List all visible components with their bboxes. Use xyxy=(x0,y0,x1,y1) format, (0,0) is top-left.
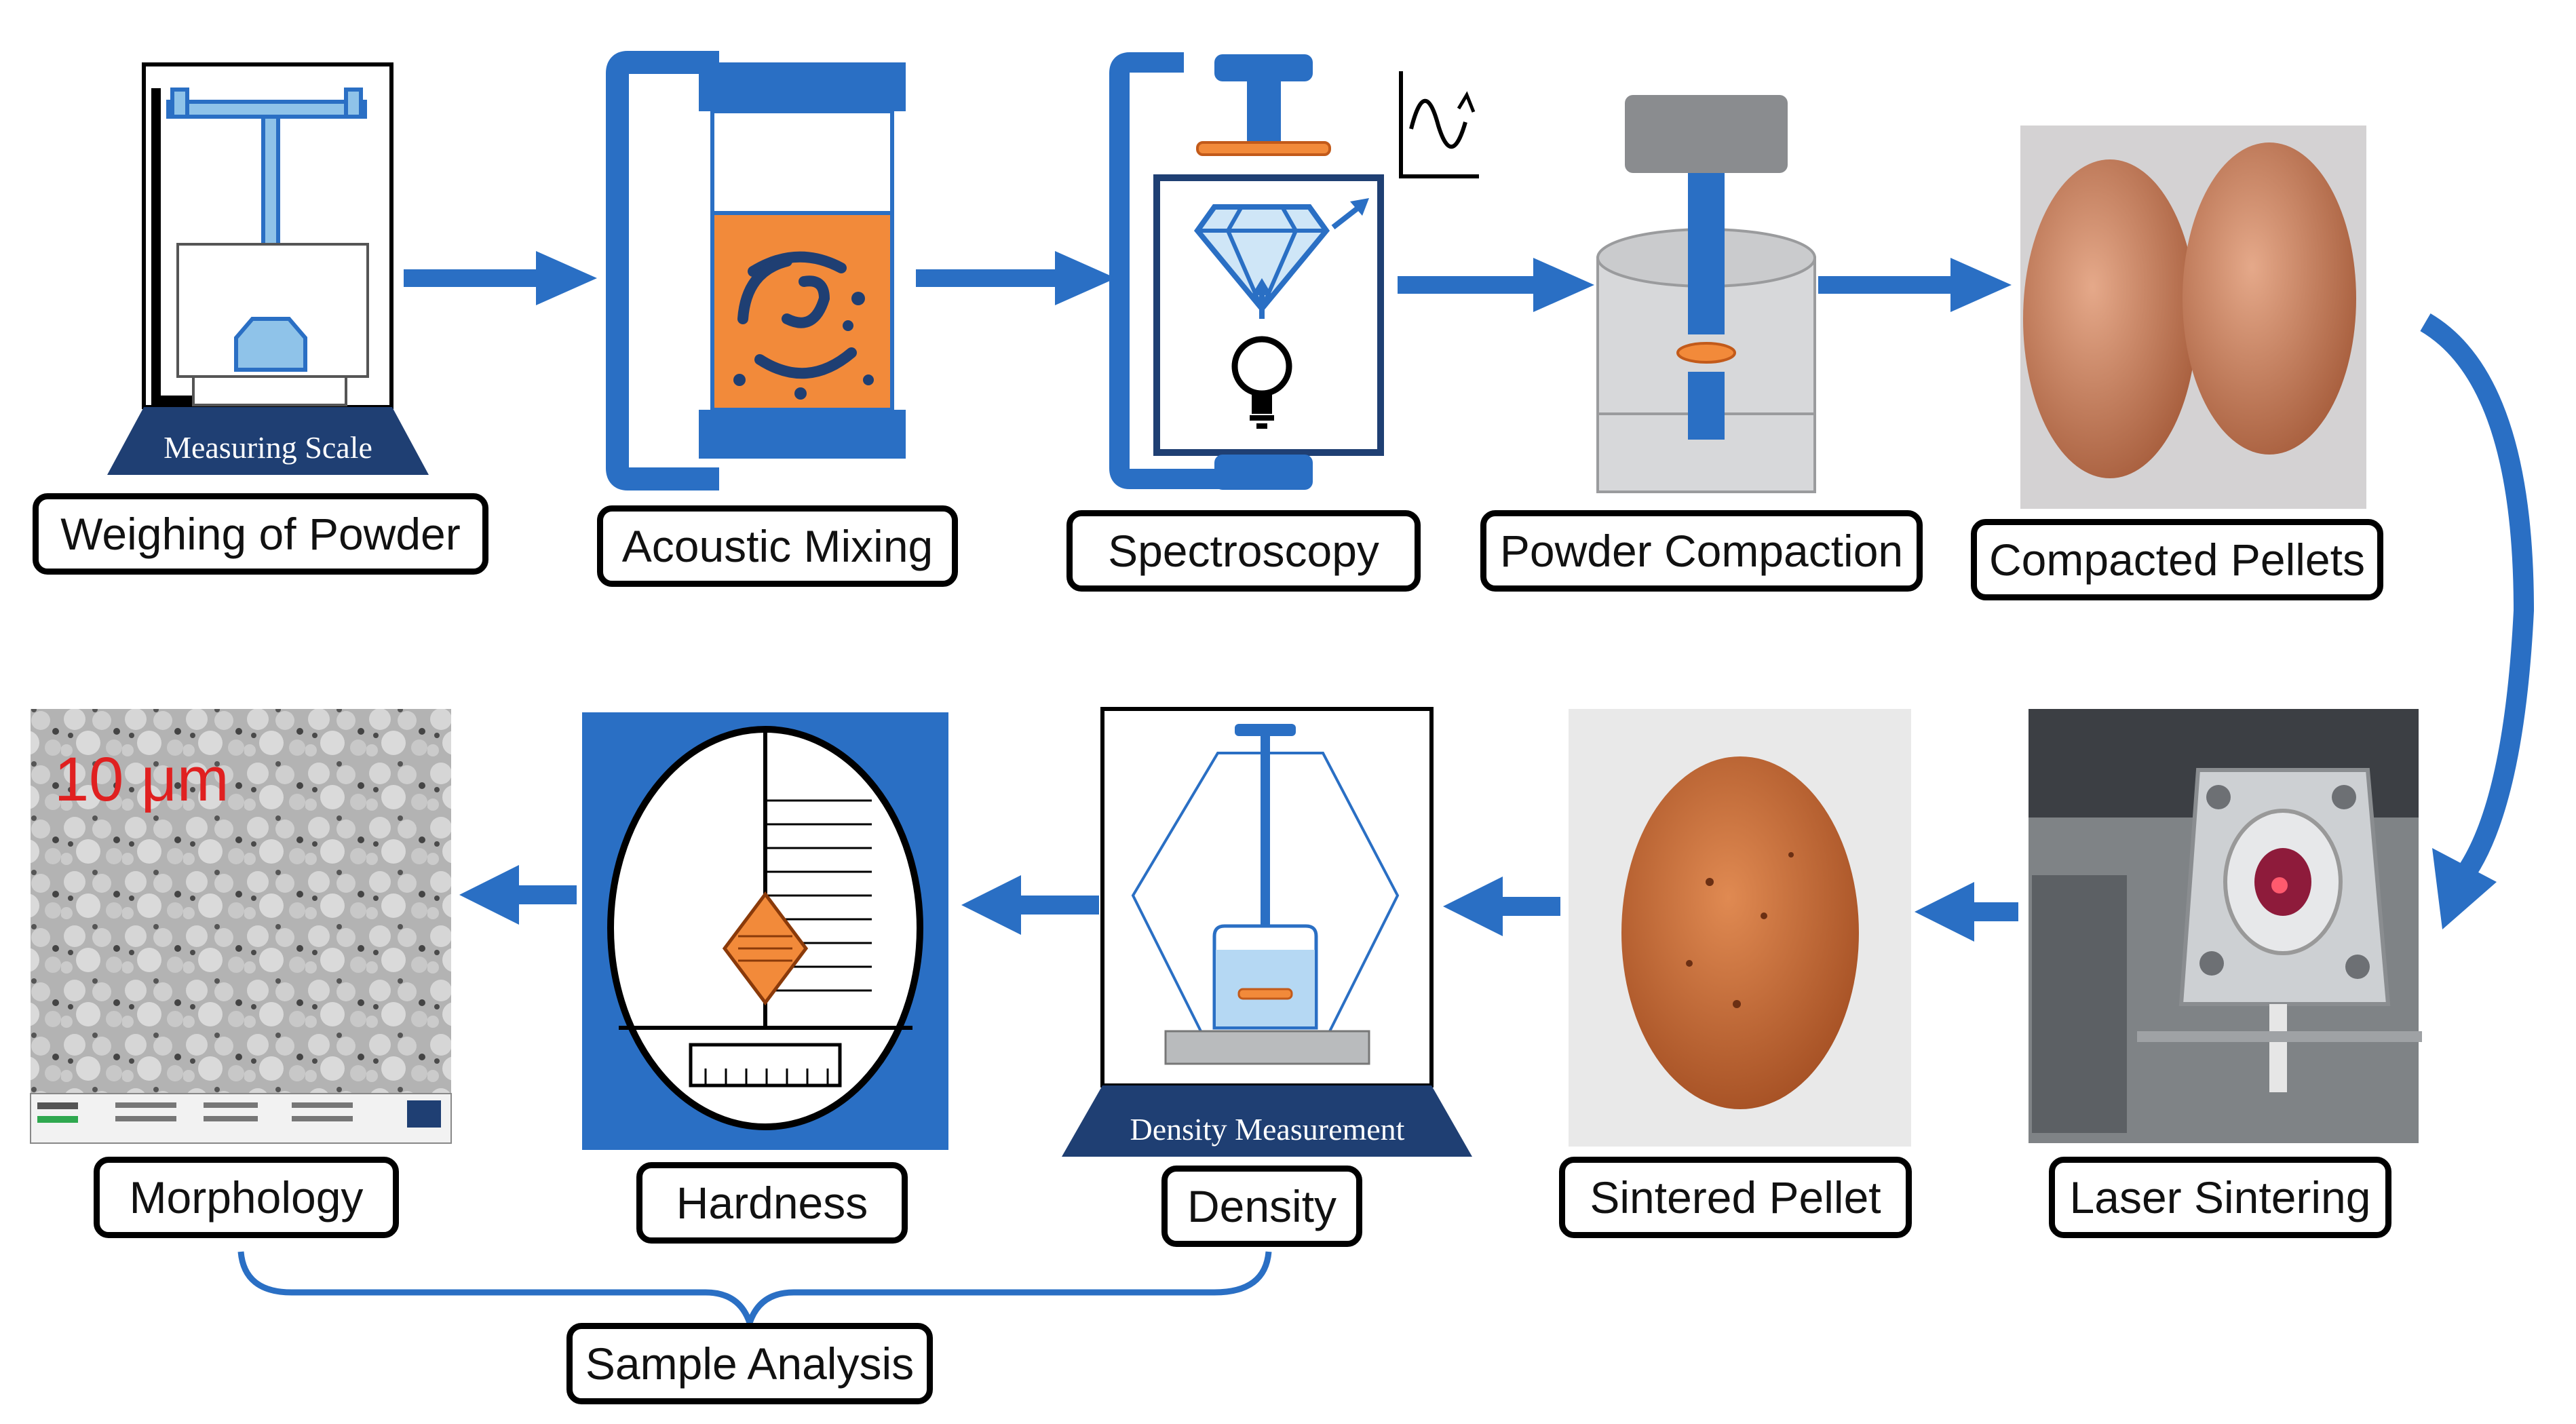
arrow-hardness-to-morphology xyxy=(459,865,577,925)
arrow-compaction-to-pellets xyxy=(1818,258,2012,312)
scale-base-label: Measuring Scale xyxy=(164,430,372,465)
acoustic-mixer-icon xyxy=(606,51,906,490)
label-compacted-pellets: Compacted Pellets xyxy=(1971,519,2383,600)
arrow-pellets-to-laser-sintering xyxy=(2420,313,2535,929)
label-sample-analysis: Sample Analysis xyxy=(566,1323,933,1404)
powder-compaction-icon xyxy=(1596,95,1816,493)
arrow-sintered-to-density xyxy=(1443,877,1560,936)
label-sintered-pellet: Sintered Pellet xyxy=(1559,1157,1912,1238)
density-measurement-icon xyxy=(1062,707,1472,1157)
arrow-laser-to-sintered xyxy=(1915,882,2018,942)
label-spectroscopy: Spectroscopy xyxy=(1066,510,1421,592)
sem-morphology-image xyxy=(30,709,452,1144)
density-base-label: Density Measurement xyxy=(1130,1112,1405,1147)
sintered-pellet-photo xyxy=(1569,709,1911,1147)
spectroscopy-icon xyxy=(1109,52,1479,490)
label-density: Density xyxy=(1161,1166,1362,1247)
laser-sintering-photo xyxy=(2029,709,2422,1143)
arrow-density-to-hardness xyxy=(961,875,1099,935)
label-laser-sintering: Laser Sintering xyxy=(2049,1157,2391,1238)
sem-scale-text: 10 μm xyxy=(54,745,229,814)
arrow-spectroscopy-to-compaction xyxy=(1398,258,1594,312)
hardness-icon xyxy=(582,712,948,1150)
arrow-weighing-to-mixing xyxy=(404,251,597,305)
label-morphology: Morphology xyxy=(94,1157,399,1238)
sample-analysis-brace xyxy=(237,1251,1272,1333)
label-weighing-of-powder: Weighing of Powder xyxy=(33,493,488,575)
measuring-scale-icon xyxy=(107,62,429,475)
compacted-pellets-photo xyxy=(2020,126,2366,509)
label-hardness: Hardness xyxy=(636,1162,908,1244)
label-acoustic-mixing: Acoustic Mixing xyxy=(597,505,958,587)
label-powder-compaction: Powder Compaction xyxy=(1480,510,1923,592)
arrow-mixing-to-spectroscopy xyxy=(916,251,1116,305)
